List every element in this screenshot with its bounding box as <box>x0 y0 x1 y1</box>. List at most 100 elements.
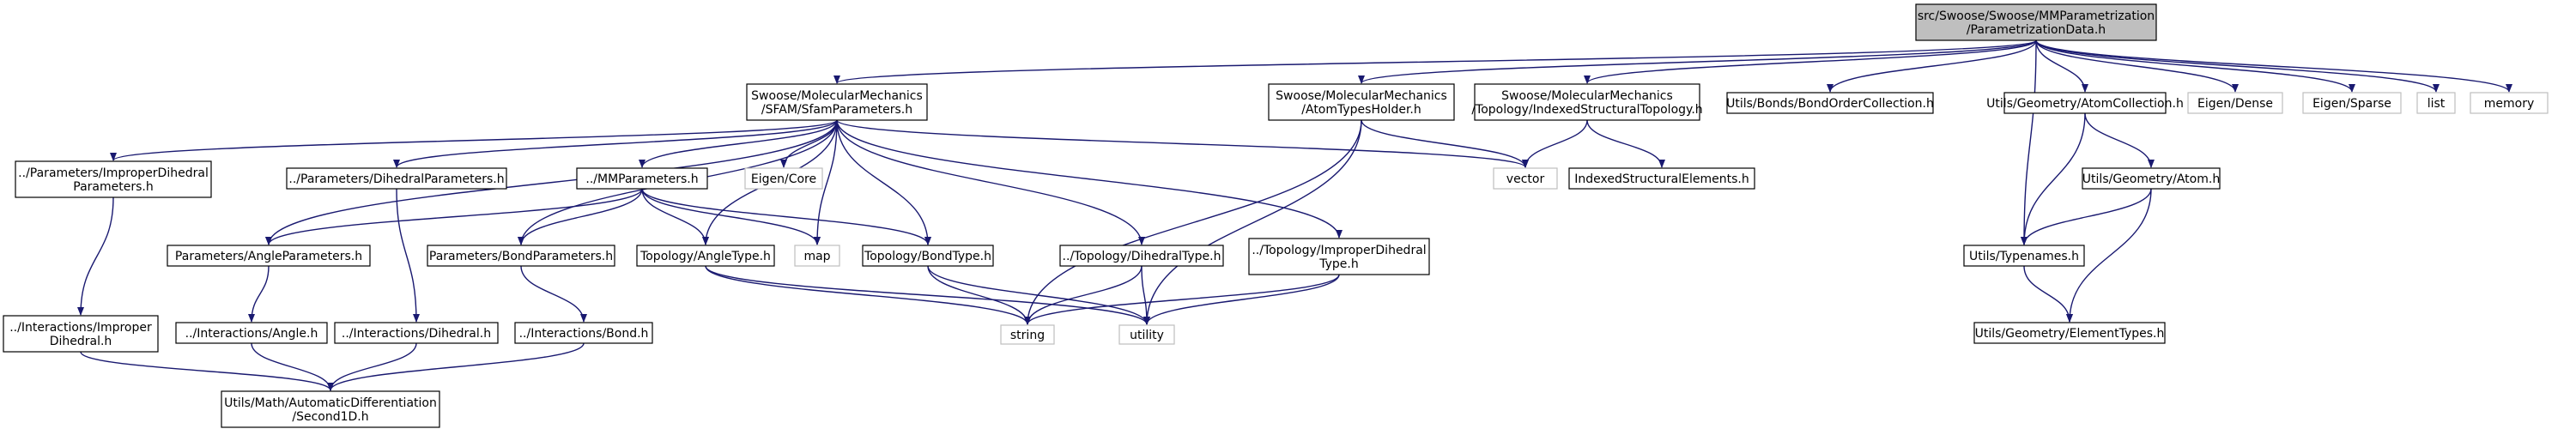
node-dihedraltype[interactable]: ../Topology/DihedralType.h <box>1059 245 1224 267</box>
edge-sfam-to-dihedraltype <box>836 119 1145 245</box>
node-box <box>286 167 507 190</box>
edge-sfam-to-dihedralparams <box>393 119 838 168</box>
node-box <box>514 322 653 344</box>
edge-mmparams-to-angletype <box>641 188 709 245</box>
node-label: Utils/Geometry/ElementTypes.h <box>1975 327 2165 341</box>
node-box <box>636 245 775 267</box>
node-label: ../MMParameters.h <box>585 172 698 186</box>
node-label: Parameters/AngleParameters.h <box>175 250 362 263</box>
node-label: Utils/Math/AutomaticDifferentiation <box>224 396 437 410</box>
node-box <box>1118 324 1175 345</box>
node-indexedelements[interactable]: IndexedStructuralElements.h <box>1568 167 1755 190</box>
node-interbond[interactable]: ../Interactions/Bond.h <box>514 322 653 344</box>
node-bondparams[interactable]: Parameters/BondParameters.h <box>427 245 615 267</box>
node-atomtypes[interactable]: Swoose/MolecularMechanics/AtomTypesHolde… <box>1268 83 1455 121</box>
node-box <box>1493 167 1558 190</box>
node-label: list <box>2428 97 2446 111</box>
edge-root-to-typenames <box>2021 39 2037 245</box>
node-box <box>2470 92 2549 114</box>
edge-atomtypes-to-string <box>1024 119 1362 325</box>
node-string: string <box>1000 324 1055 345</box>
node-mmparams[interactable]: ../MMParameters.h <box>576 167 708 190</box>
node-angleparams[interactable]: Parameters/AngleParameters.h <box>167 245 371 267</box>
node-improperparams[interactable]: ../Parameters/ImproperDihedralParameters… <box>15 160 212 198</box>
node-interdihedral[interactable]: ../Interactions/Dihedral.h <box>334 322 499 344</box>
node-label: /Topology/IndexedStructuralTopology.h <box>1471 103 1702 117</box>
node-bondorder[interactable]: Utils/Bonds/BondOrderCollection.h <box>1726 92 1934 114</box>
node-box <box>2003 92 2167 114</box>
edge-interbond-to-autodiff <box>327 342 585 391</box>
node-label: Utils/Geometry/Atom.h <box>2082 172 2220 186</box>
node-box <box>1059 245 1224 267</box>
edge-root-to-bondorder <box>1827 39 2037 93</box>
node-label: Eigen/Dense <box>2197 97 2273 111</box>
node-label: Utils/Geometry/AtomCollection.h <box>1986 97 2184 111</box>
node-box <box>1915 3 2157 41</box>
node-label: Dihedral.h <box>50 335 112 348</box>
node-typenames[interactable]: Utils/Typenames.h <box>1963 245 2085 267</box>
node-label: Utils/Typenames.h <box>1969 250 2079 263</box>
edge-root-to-memory <box>2035 39 2512 93</box>
node-label: /AtomTypesHolder.h <box>1301 103 1421 117</box>
node-label: Swoose/MolecularMechanics <box>1276 89 1447 103</box>
node-label: Swoose/MolecularMechanics <box>1501 89 1673 103</box>
edge-impropertype-to-string <box>1024 274 1340 325</box>
edge-sfam-to-mmparams <box>639 119 838 168</box>
node-box <box>794 245 840 267</box>
node-box <box>3 315 159 353</box>
edge-root-to-eigendense <box>2035 39 2239 93</box>
node-box <box>1000 324 1055 345</box>
node-label: map <box>803 250 830 263</box>
node-box <box>167 245 371 267</box>
edge-root-to-list <box>2035 39 2440 93</box>
node-label: ../Topology/ImproperDihedral <box>1252 244 1426 257</box>
node-label: ../Topology/DihedralType.h <box>1063 250 1221 263</box>
node-label: Topology/AngleType.h <box>639 250 771 263</box>
node-box <box>1963 245 2085 267</box>
node-utility: utility <box>1118 324 1175 345</box>
edge-root-to-sfam <box>833 39 2037 84</box>
node-sfam[interactable]: Swoose/MolecularMechanics/SFAM/SfamParam… <box>746 83 928 121</box>
node-dihedralparams[interactable]: ../Parameters/DihedralParameters.h <box>286 167 507 190</box>
node-topology[interactable]: Swoose/MolecularMechanics/Topology/Index… <box>1471 83 1703 121</box>
node-box <box>862 245 994 267</box>
node-autodiff[interactable]: Utils/Math/AutomaticDifferentiation/Seco… <box>221 390 440 428</box>
node-atom[interactable]: Utils/Geometry/Atom.h <box>2082 167 2221 190</box>
node-memory: memory <box>2470 92 2549 114</box>
node-interangle[interactable]: ../Interactions/Angle.h <box>175 322 328 344</box>
edge-typenames-to-elementtypes <box>2023 265 2073 323</box>
node-box <box>744 167 823 190</box>
edge-topology-to-indexedelements <box>1586 119 1665 168</box>
node-label: ../Interactions/Bond.h <box>519 327 649 341</box>
edge-angletype-to-utility <box>705 265 1150 325</box>
edge-dihedraltype-to-utility <box>1141 265 1150 325</box>
edge-sfam-to-impropertype <box>836 119 1343 239</box>
edge-atom-to-typenames <box>2021 188 2152 245</box>
edge-dihedralparams-to-interdihedral <box>396 188 420 323</box>
edge-sfam-to-angleparams <box>265 119 838 245</box>
node-label: Utils/Bonds/BondOrderCollection.h <box>1726 97 1934 111</box>
edge-bondtype-to-string <box>927 265 1031 325</box>
node-angletype[interactable]: Topology/AngleType.h <box>636 245 775 267</box>
edge-mmparams-to-map <box>641 188 821 245</box>
edge-improperparams-to-interimproper <box>77 196 114 316</box>
node-label: /Second1D.h <box>292 410 368 424</box>
edge-root-to-atomtypes <box>1358 39 2037 84</box>
node-bondtype[interactable]: Topology/BondType.h <box>862 245 994 267</box>
node-box <box>221 390 440 428</box>
node-box <box>1248 238 1430 275</box>
edge-atomcoll-to-atom <box>2084 112 2155 168</box>
node-vector: vector <box>1493 167 1558 190</box>
node-root[interactable]: src/Swoose/Swoose/MMParametrization/Para… <box>1915 3 2157 41</box>
edge-interdihedral-to-autodiff <box>327 342 417 391</box>
node-box <box>746 83 928 121</box>
node-label: Type.h <box>1318 257 1358 271</box>
node-label: Eigen/Sparse <box>2312 97 2391 111</box>
edge-root-to-eigensparse <box>2035 39 2355 93</box>
node-interimproper[interactable]: ../Interactions/ImproperDihedral.h <box>3 315 159 353</box>
node-box <box>1268 83 1455 121</box>
node-elementtypes[interactable]: Utils/Geometry/ElementTypes.h <box>1973 322 2166 344</box>
node-atomcoll[interactable]: Utils/Geometry/AtomCollection.h <box>1986 92 2184 114</box>
node-box <box>576 167 708 190</box>
